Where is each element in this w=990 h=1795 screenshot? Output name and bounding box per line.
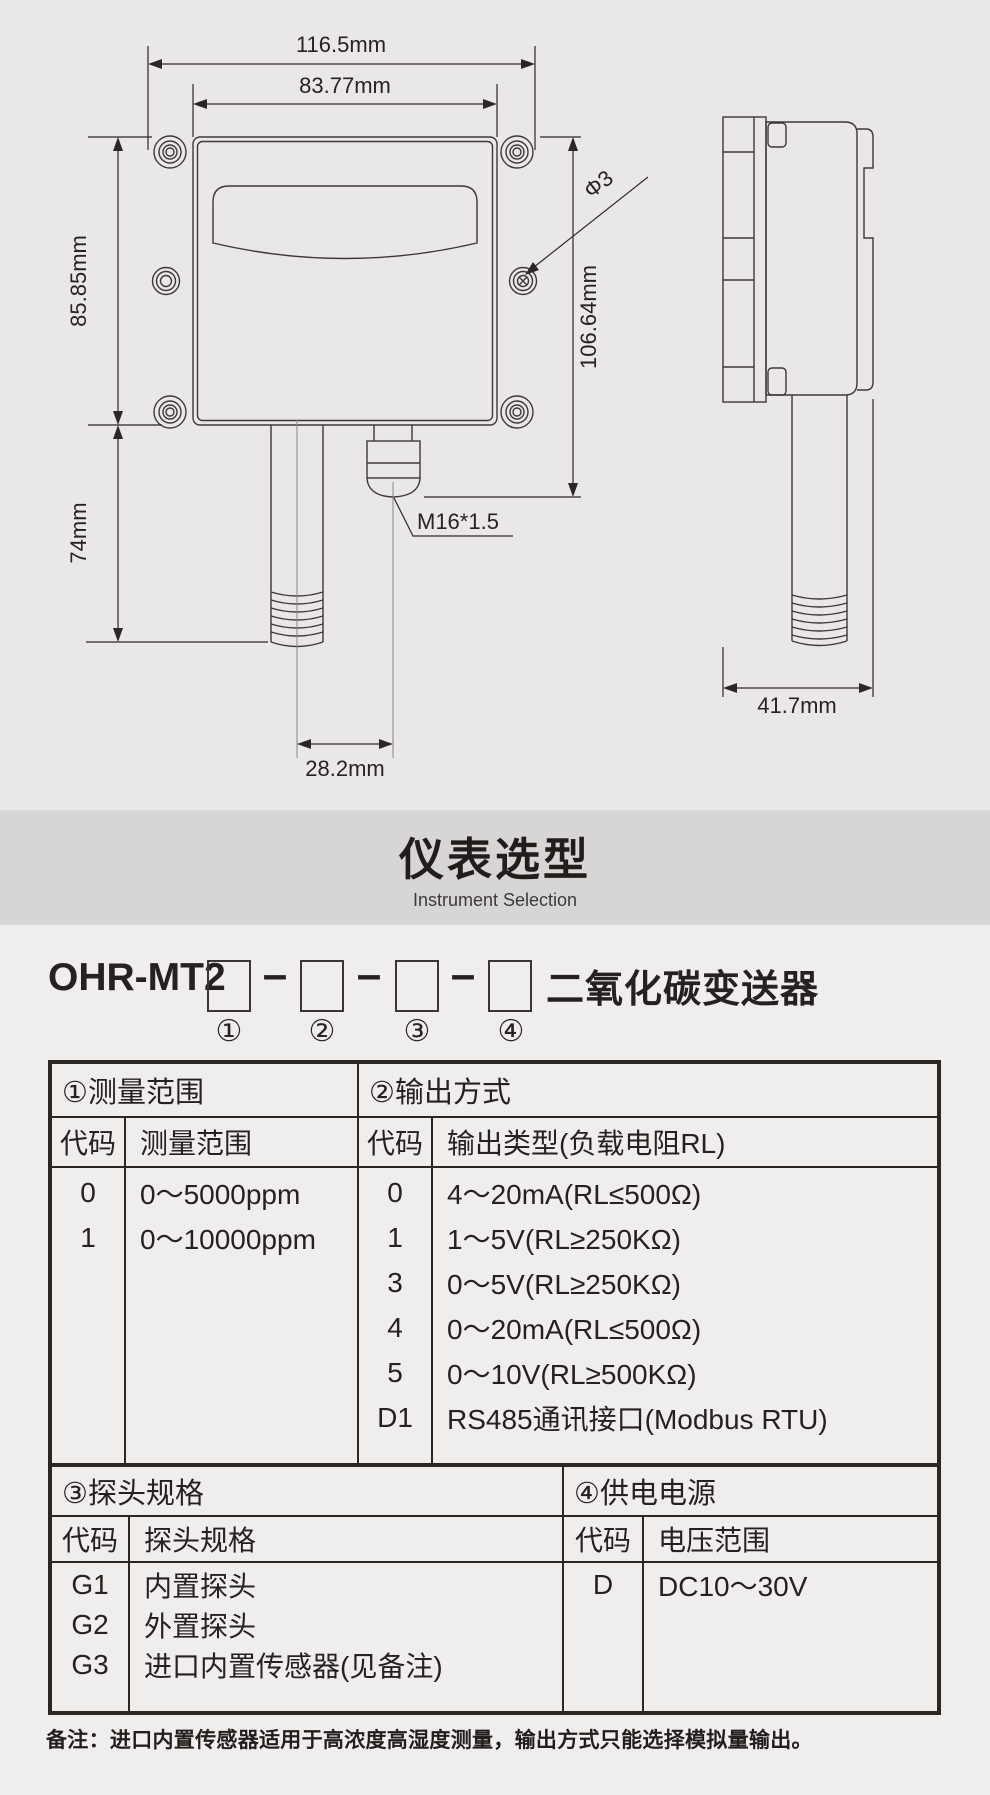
dim-front-width-outer-label: 116.5mm xyxy=(296,32,386,57)
range-code-column: 0 1 xyxy=(52,1168,126,1463)
dim-front-height-body-label: 85.85mm xyxy=(66,235,91,327)
front-view-probe xyxy=(270,420,324,758)
table-section-divider xyxy=(52,1463,937,1467)
section-header-band: 仪表选型 Instrument Selection xyxy=(0,810,990,925)
power-group-header: ④供电电源 xyxy=(574,1478,716,1510)
selection-table: ①测量范围 ②输出方式 代码 测量范围 代码 输出类型(负载电阻RL) 0 1 … xyxy=(48,1060,941,1715)
dim-front-width-outer: 116.5mm xyxy=(147,32,536,150)
model-code-box-1 xyxy=(207,960,251,1012)
output-row-value: 1～5V(RL≥250KΩ) xyxy=(447,1223,681,1255)
output-row-code: 4 xyxy=(387,1311,403,1343)
probe-group-header: ③探头规格 xyxy=(52,1467,564,1515)
front-view-mount-holes xyxy=(151,135,538,429)
output-code-header: 代码 xyxy=(359,1118,433,1166)
power-row-code: D xyxy=(592,1569,614,1600)
dim-front-gland-thread: M16*1.5 xyxy=(393,497,513,537)
probe-row-value: 内置探头 xyxy=(144,1571,257,1602)
section-subtitle: Instrument Selection xyxy=(412,890,578,910)
output-code-column: 0 1 3 4 5 D1 xyxy=(359,1168,433,1463)
table-row-group-headers-bottom: ③探头规格 ④供电电源 xyxy=(52,1467,937,1517)
power-value-header: 电压范围 xyxy=(658,1525,771,1556)
dim-front-height-total: 106.64mm xyxy=(424,136,601,498)
probe-code-header: 代码 xyxy=(52,1517,130,1561)
model-separator-2: – xyxy=(356,950,382,999)
output-row-code: 1 xyxy=(387,1221,403,1253)
dimension-drawing: 116.5mm 83.77mm 85.85mm 74mm xyxy=(66,32,874,781)
output-row-value: 0～5V(RL≥250KΩ) xyxy=(447,1268,681,1300)
output-row-code: 3 xyxy=(387,1266,403,1298)
table-row-body-bottom: G1 G2 G3 内置探头 外置探头 进口内置传感器(见备注) D DC10～3… xyxy=(52,1563,937,1711)
output-group-header: ②输出方式 xyxy=(369,1077,511,1109)
model-suffix: 二氧化碳变送器 xyxy=(546,969,820,1011)
output-row-value: RS485通讯接口(Modbus RTU) xyxy=(447,1403,828,1435)
output-value-column: 4～20mA(RL≤500Ω) 1～5V(RL≥250KΩ) 0～5V(RL≥2… xyxy=(433,1168,937,1463)
side-view-body xyxy=(722,116,874,403)
output-value-header: 输出类型(负载电阻RL) xyxy=(447,1128,726,1159)
range-row-value: 0～5000ppm xyxy=(140,1178,301,1210)
output-row-value: 4～20mA(RL≤500Ω) xyxy=(447,1178,702,1210)
output-row-code: 5 xyxy=(387,1356,403,1388)
dim-front-probe-offset-label: 28.2mm xyxy=(305,756,384,781)
range-row-value: 0～10000ppm xyxy=(140,1223,316,1255)
model-position-4: ④ xyxy=(497,1015,525,1048)
dim-front-mount-hole-label: Φ3 xyxy=(579,165,618,203)
side-view-probe xyxy=(791,395,848,647)
dim-front-width-inner: 83.77mm xyxy=(192,73,498,137)
table-row-subheaders-top: 代码 测量范围 代码 输出类型(负载电阻RL) xyxy=(52,1118,937,1168)
drawing-section-background xyxy=(0,0,990,810)
table-row-group-headers-top: ①测量范围 ②输出方式 xyxy=(52,1064,937,1118)
dim-side-depth-label: 41.7mm xyxy=(757,693,836,718)
power-row-value: DC10～30V xyxy=(658,1571,808,1602)
table-row-subheaders-bottom: 代码 探头规格 代码 电压范围 xyxy=(52,1517,937,1563)
output-row-value: 0～10V(RL≥500KΩ) xyxy=(447,1358,697,1390)
power-value-column: DC10～30V xyxy=(644,1563,937,1711)
probe-row-code: G1 xyxy=(71,1569,109,1600)
range-row-code: 1 xyxy=(80,1221,96,1253)
probe-row-value: 外置探头 xyxy=(144,1611,257,1642)
probe-value-header: 探头规格 xyxy=(130,1517,564,1561)
power-code-column: D xyxy=(564,1563,644,1711)
probe-value-column: 内置探头 外置探头 进口内置传感器(见备注) xyxy=(130,1563,564,1711)
model-position-2: ② xyxy=(308,1015,336,1048)
dim-front-probe-length-label: 74mm xyxy=(66,502,91,563)
model-code-box-3 xyxy=(395,960,439,1012)
dim-front-height-total-label: 106.64mm xyxy=(576,265,601,369)
probe-row-code: G3 xyxy=(71,1649,109,1680)
probe-row-code: G2 xyxy=(71,1609,109,1640)
model-position-1: ① xyxy=(215,1015,243,1048)
dim-front-probe-length: 74mm xyxy=(66,425,268,643)
model-position-3: ③ xyxy=(403,1015,431,1048)
dim-side-depth: 41.7mm xyxy=(722,399,874,718)
output-row-value: 0～20mA(RL≤500Ω) xyxy=(447,1313,702,1345)
range-value-column: 0～5000ppm 0～10000ppm xyxy=(126,1168,359,1463)
dim-front-gland-thread-label: M16*1.5 xyxy=(417,509,499,534)
dim-front-width-inner-label: 83.77mm xyxy=(299,73,391,98)
dim-front-probe-offset: 28.2mm xyxy=(297,739,393,781)
probe-code-column: G1 G2 G3 xyxy=(52,1563,130,1711)
model-code-box-4 xyxy=(488,960,532,1012)
output-row-code: D1 xyxy=(377,1401,413,1433)
section-title: 仪表选型 xyxy=(398,834,591,885)
output-row-code: 0 xyxy=(387,1176,403,1208)
display-window xyxy=(212,185,478,260)
front-view-cable-gland xyxy=(366,425,421,758)
power-code-header: 代码 xyxy=(564,1517,644,1561)
range-code-header: 代码 xyxy=(52,1118,126,1166)
footnote: 备注：进口内置传感器适用于高浓度高湿度测量，输出方式只能选择模拟量输出。 xyxy=(46,1729,813,1752)
model-separator-3: – xyxy=(450,950,476,999)
dim-front-mount-hole: Φ3 xyxy=(525,165,649,275)
range-group-header: ①测量范围 xyxy=(52,1064,359,1116)
dim-front-height-body: 85.85mm xyxy=(66,136,162,426)
probe-row-value: 进口内置传感器(见备注) xyxy=(144,1651,443,1682)
model-prefix: OHR-MT2 xyxy=(48,956,226,999)
table-row-body-top: 0 1 0～5000ppm 0～10000ppm 0 1 3 4 5 D1 4～… xyxy=(52,1168,937,1463)
model-separator-1: – xyxy=(262,950,288,999)
front-view-body xyxy=(192,136,498,426)
range-value-header: 测量范围 xyxy=(126,1118,359,1166)
model-code-box-2 xyxy=(300,960,344,1012)
range-row-code: 0 xyxy=(80,1176,96,1208)
